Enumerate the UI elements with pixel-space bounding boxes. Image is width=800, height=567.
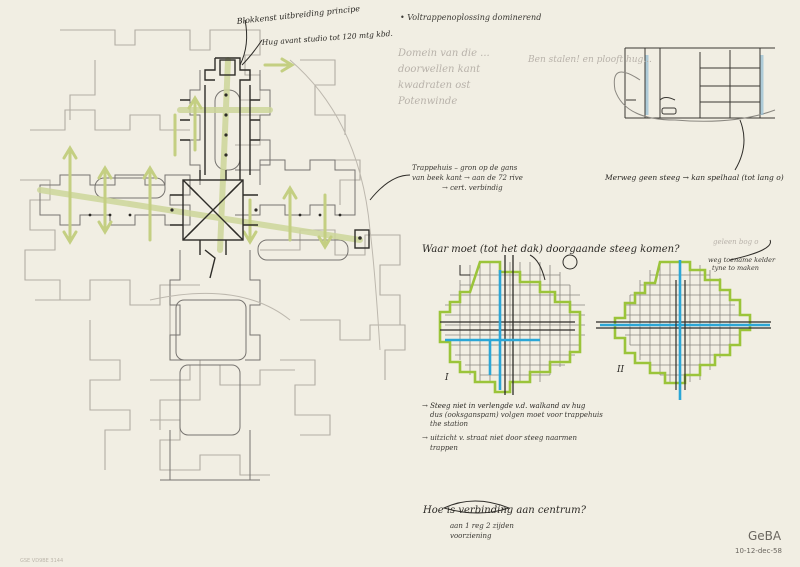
highlight-arrows xyxy=(62,57,333,250)
leader-line-3 xyxy=(369,174,411,201)
note-bullet-2a: → uitzicht v. straat niet door steeg naa… xyxy=(422,434,578,442)
note-roman-1: I xyxy=(444,373,449,383)
note-bullet-2b: trappen xyxy=(430,444,458,452)
note-faint-5: Ben stalen! en plooft hug... xyxy=(527,55,652,65)
note-bullet-1c: the station xyxy=(430,420,469,428)
note-trap-1: Trappehuis – gron op de gans xyxy=(412,164,518,172)
note-street: Merweg geen steeg → kan spelhaal (tot la… xyxy=(604,173,784,182)
note-roman-2: II xyxy=(616,365,625,375)
note-trap-2: van beek kant → aan de 72 rive xyxy=(412,174,523,182)
ink-core-dots xyxy=(88,93,362,240)
pencil-arc xyxy=(149,292,291,321)
note-circle xyxy=(562,254,578,270)
ink-central-core xyxy=(170,57,370,279)
leader-line-2 xyxy=(241,39,263,66)
note-top-label-3: Hug avant studio tot 120 mtg kbd. xyxy=(261,29,394,47)
note-right-2: tyne to maken xyxy=(712,264,759,272)
diagram-2 xyxy=(596,239,771,400)
stamp-date: 10-12-dec-58 xyxy=(735,547,782,555)
note-faint-1: Domein van die ... xyxy=(397,48,490,59)
leader-line-1 xyxy=(239,19,248,66)
verbinding-loop xyxy=(442,500,511,514)
note-bottom-question: Hoe is verbinding aan centrum? xyxy=(422,505,587,516)
note-top-label-2: • Voltrappenoplossing dominerend xyxy=(400,13,541,22)
section-sketch xyxy=(613,47,776,171)
stamp-geba: GeBA xyxy=(748,529,782,543)
pencil-plan xyxy=(39,70,356,481)
archive-tag: GSE VD9BE 3144 xyxy=(20,558,63,564)
note-bottom-answer-2: voorziening xyxy=(450,532,492,540)
note-trap-3: → cert. verbindig xyxy=(442,184,503,192)
note-section-title: Waar moet (tot het dak) doorgaande steeg… xyxy=(422,244,680,255)
note-top-label-1: Blokkenst uitbreiding principe xyxy=(235,4,360,26)
note-faint-4: Potenwinde xyxy=(397,96,457,107)
note-bullet-1a: → Steeg niet in verlengde v.d. walkand a… xyxy=(422,402,586,410)
note-bottom-answer-1: aan 1 reg 2 zijden xyxy=(450,522,514,530)
faint-plan-outline xyxy=(20,29,406,476)
note-faint-3: kwadraten ost xyxy=(398,80,471,91)
section-blue-accent xyxy=(645,55,764,115)
note-bullet-1b: dus (ooksganspam) volgen moet voor trapp… xyxy=(430,411,603,419)
note-right-1: weg toename kelder xyxy=(708,256,776,264)
pencil-curve xyxy=(289,59,381,351)
diagram-1 xyxy=(438,254,585,395)
note-small: geleen bog o xyxy=(713,238,759,246)
note-faint-2: doorwellen kant xyxy=(398,64,481,75)
